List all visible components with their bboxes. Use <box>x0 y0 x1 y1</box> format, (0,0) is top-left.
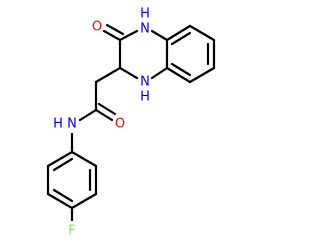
bond <box>94 66 122 84</box>
bond <box>94 108 114 122</box>
atom-label-n: N <box>140 75 150 90</box>
bond <box>170 31 192 46</box>
atom-label-n: N <box>140 22 150 37</box>
bond <box>46 192 74 210</box>
atom-label-o: O <box>92 20 102 35</box>
atom-label-f: F <box>68 224 75 239</box>
atom-nh-amide: H N <box>53 117 77 132</box>
bond <box>70 150 98 168</box>
bond <box>70 192 98 210</box>
atom-label-n: N <box>67 117 77 132</box>
bond <box>52 157 74 172</box>
bond <box>188 66 216 84</box>
bond <box>78 108 98 122</box>
atom-label-h: H <box>140 7 150 22</box>
atom-nh-lower: N H <box>140 75 150 105</box>
bond <box>118 29 139 42</box>
bonds <box>46 23 216 222</box>
bond <box>165 66 192 84</box>
bond <box>150 29 169 42</box>
bond <box>150 66 169 80</box>
bond <box>46 150 74 168</box>
atom-labels: H N O N H O H N F <box>53 7 150 239</box>
chemical-structure-diagram: H N O N H O H N F <box>46 7 216 239</box>
bond <box>105 23 125 36</box>
bond <box>97 102 117 116</box>
bond <box>52 188 74 203</box>
bond <box>102 29 122 42</box>
atom-label-h: H <box>53 117 63 132</box>
bond <box>188 24 216 42</box>
atom-label-h: H <box>140 90 150 105</box>
bond <box>165 24 192 42</box>
atom-label-o: O <box>115 117 125 132</box>
bond <box>170 62 192 77</box>
bond <box>118 66 139 80</box>
atom-nh-upper: H N <box>140 7 150 37</box>
